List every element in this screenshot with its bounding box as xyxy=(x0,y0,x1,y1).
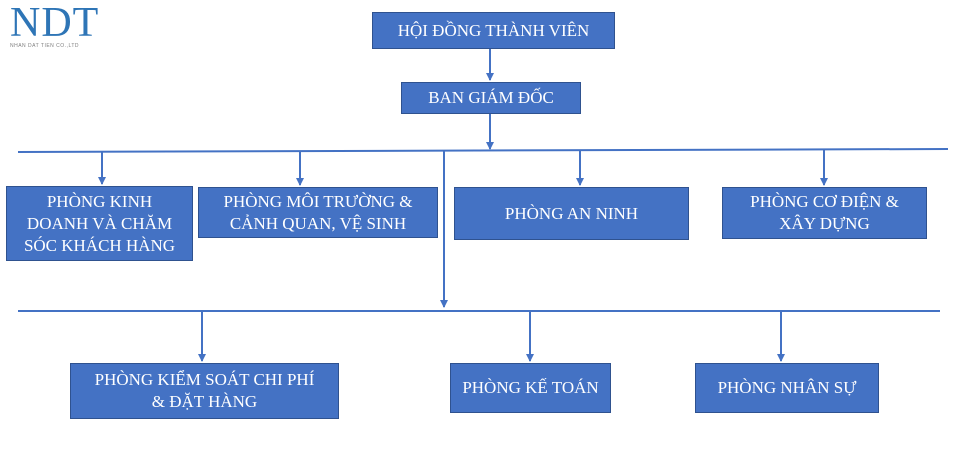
logo-mark: NDT xyxy=(10,0,100,46)
node-business: PHÒNG KINH DOANH VÀ CHĂM SÓC KHÁCH HÀNG xyxy=(6,186,193,261)
node-directors: BAN GIÁM ĐỐC xyxy=(401,82,581,114)
node-mep: PHÒNG CƠ ĐIỆN & XÂY DỰNG xyxy=(722,187,927,239)
node-board: HỘI ĐỒNG THÀNH VIÊN xyxy=(372,12,615,49)
node-cost-control: PHÒNG KIỂM SOÁT CHI PHÍ & ĐẶT HÀNG xyxy=(70,363,339,419)
node-accounting: PHÒNG KẾ TOÁN xyxy=(450,363,611,413)
node-security: PHÒNG AN NINH xyxy=(454,187,689,240)
logo-company-name: NHAN DAT TIEN CO.,LTD xyxy=(10,43,80,49)
company-logo: NDT NHAN DAT TIEN CO.,LTD xyxy=(10,2,99,49)
node-hr: PHÒNG NHÂN SỰ xyxy=(695,363,879,413)
top-bus-line xyxy=(17,148,949,153)
node-environment: PHÒNG MÔI TRƯỜNG & CẢNH QUAN, VỆ SINH xyxy=(198,187,438,238)
